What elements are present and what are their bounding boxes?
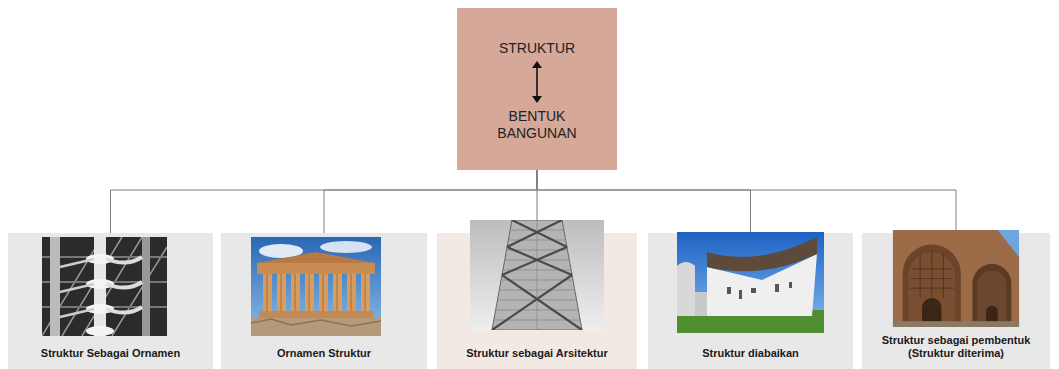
double-arrow-symbol <box>530 60 544 104</box>
photo-illustration <box>251 237 381 336</box>
photo-illustration-use <box>893 230 1019 327</box>
arrow-head <box>532 61 542 68</box>
photo-illustration-use <box>42 237 167 336</box>
photo-illustration-use <box>251 237 381 336</box>
photo-illustration-use <box>677 232 824 333</box>
photo-illustration <box>470 220 604 330</box>
concept-box: STRUKTUR BENTUK BANGUNAN <box>457 8 617 170</box>
category-panel: Struktur Sebagai Ornamen <box>8 233 213 369</box>
category-caption: Struktur diabaikan <box>702 347 799 360</box>
arrow-head <box>532 96 542 103</box>
photo-illustration <box>677 232 824 333</box>
photo-illustration <box>42 237 167 336</box>
arrow-shaft <box>536 66 538 98</box>
category-caption: Struktur sebagai pembentuk (Struktur dit… <box>870 334 1042 360</box>
category-panel: Struktur diabaikan <box>648 233 853 369</box>
category-caption: Struktur Sebagai Ornamen <box>41 347 180 360</box>
photo-illustration-use <box>470 220 604 330</box>
category-panel: Struktur sebagai pembentuk (Struktur dit… <box>862 233 1050 369</box>
concept-label: BENTUK BANGUNAN <box>487 108 587 142</box>
category-panel: Struktur sebagai Arsitektur <box>437 233 637 369</box>
category-caption: Struktur sebagai Arsitektur <box>466 347 607 360</box>
category-panel: Ornamen Struktur <box>221 233 427 369</box>
concept-label: STRUKTUR <box>499 40 575 57</box>
category-caption: Ornamen Struktur <box>277 347 371 360</box>
photo-illustration <box>891 230 1021 327</box>
